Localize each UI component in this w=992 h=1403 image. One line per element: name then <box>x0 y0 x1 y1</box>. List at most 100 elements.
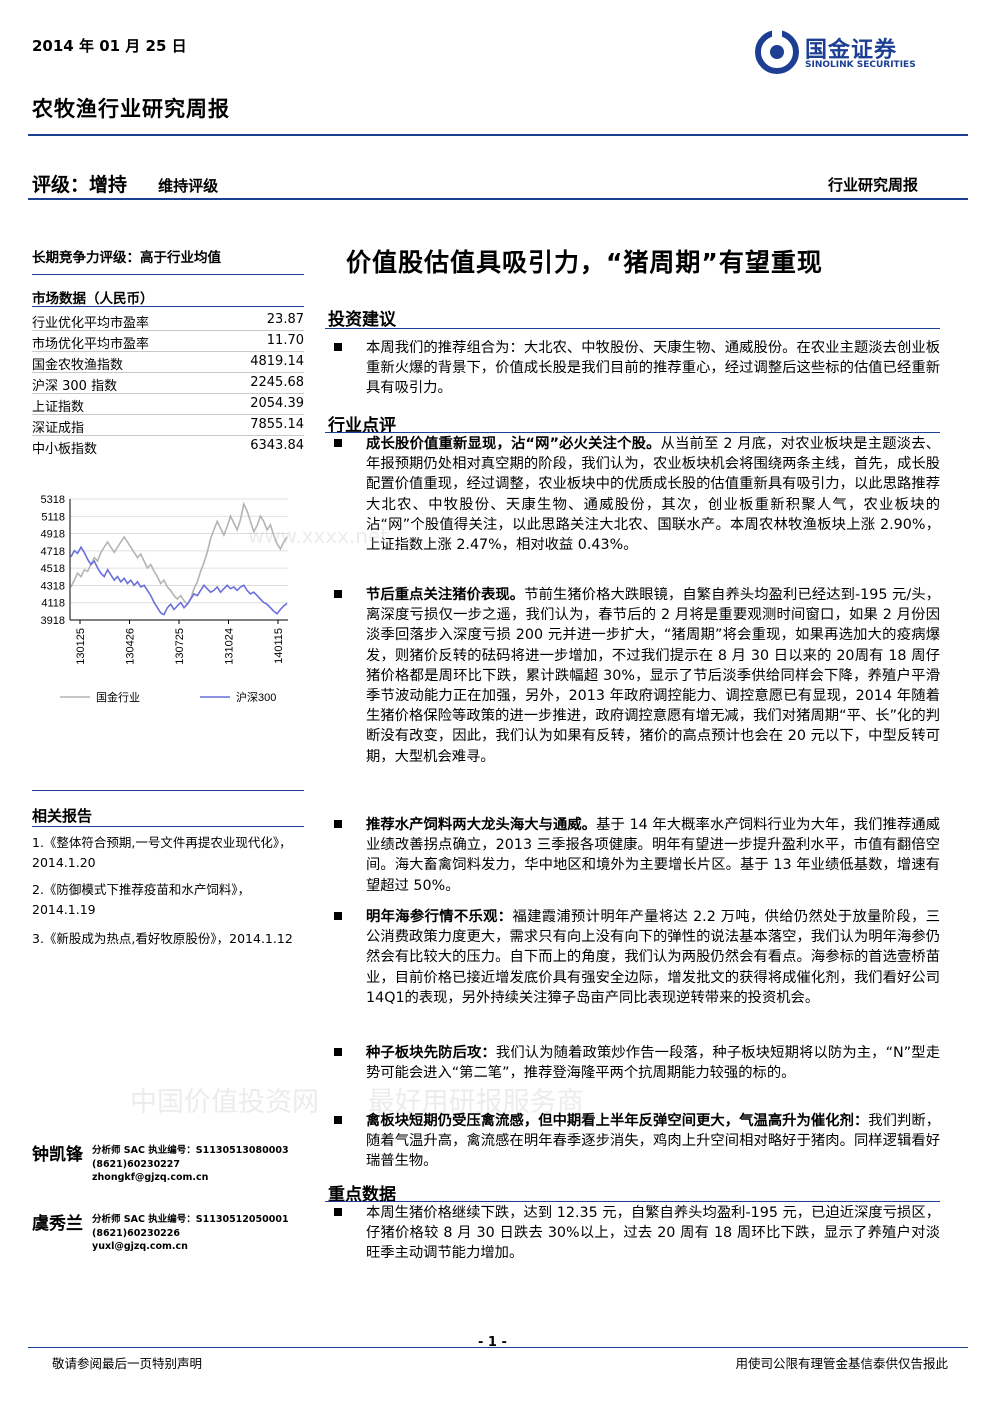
market-row-label: 中小板指数 <box>32 442 98 457</box>
y-tick-label: 4718 <box>41 546 65 558</box>
bullet-text: 我们认为随着政策炒作告一段落，种子板块短期将以防为主，“N”型走势可能会进入“第… <box>366 1045 940 1082</box>
rating-note: 维持评级 <box>158 177 219 195</box>
market-row-label: 市场优化平均市盈率 <box>32 337 150 352</box>
x-tick-label: 140115 <box>273 628 285 664</box>
page-number: - 1 - <box>478 1335 507 1350</box>
series-line-guojin <box>70 501 288 606</box>
rating-block: 评级：增持 维持评级 <box>32 170 218 197</box>
x-tick-label: 130426 <box>125 628 137 665</box>
watermark-text: 中国价值投资网 最好用研报服务商 <box>130 1080 584 1119</box>
report-category-title: 农牧渔行业研究周报 <box>32 97 230 121</box>
section-rule <box>325 432 940 433</box>
y-tick-label: 4318 <box>41 580 65 592</box>
analyst-phone: (8621)60230226 <box>92 1227 181 1239</box>
market-row-label: 行业优化平均市盈率 <box>32 316 150 331</box>
market-row: 中小板指数 6343.84 <box>32 436 304 457</box>
bullet-text: 本周我们的推荐组合为：大北农、中牧股份、天康生物、通威股份。在农业主题淡去创业板… <box>366 340 940 397</box>
y-tick-label: 4518 <box>41 563 65 575</box>
company-logo: 国金证券 SINOLINK SECURITIES <box>755 30 945 76</box>
market-row-value: 2245.68 <box>250 375 304 390</box>
bullet-item: 明年海参行情不乐观：福建霞浦预计明年产量将达 2.2 万吨，供给仍然处于放量阶段… <box>334 907 940 1008</box>
market-row-label: 上证指数 <box>32 400 85 415</box>
related-report-item[interactable]: 2.《防御模式下推荐疫苗和水产饲料》，2014.1.19 <box>32 882 251 917</box>
bullet-item: 本周生猪价格继续下跌，达到 12.35 元，自繁自养头均盈利-195 元，已迫近… <box>334 1203 940 1264</box>
watermark-url: www.xxxx.net <box>248 524 389 548</box>
section-heading: 重点数据 <box>328 1185 396 1205</box>
related-report-item[interactable]: 1.《整体符合预期,一号文件再提农业现代化》，2014.1.20 <box>32 835 292 870</box>
section-heading: 行业点评 <box>328 416 396 436</box>
market-row-label: 沪深 300 指数 <box>32 379 118 394</box>
footer-right-note: 用使司公限有理管金基信泰供仅告报此 <box>735 1356 948 1371</box>
analyst-email[interactable]: zhongkf@gjzq.com.cn <box>92 1172 209 1183</box>
analyst-name: 虞秀兰 <box>32 1214 83 1234</box>
analyst-name: 钟凯锋 <box>32 1145 83 1165</box>
analyst-role: 分析师 SAC 执业编号：S1130512050001 <box>92 1214 289 1225</box>
rating-label: 评级： <box>32 174 90 196</box>
analyst-email[interactable]: yuxl@gjzq.com.cn <box>92 1241 188 1252</box>
bullet-lead: 节后重点关注猪价表现。 <box>366 587 525 603</box>
y-tick-label: 5118 <box>41 511 65 523</box>
bullet-lead: 种子板块先防后攻： <box>366 1045 496 1061</box>
bullet-text: 福建霞浦预计明年产量将达 2.2 万吨，供给仍然处于放量阶段，三公消费政策力度更… <box>366 909 941 1006</box>
bullet-item: 本周我们的推荐组合为：大北农、中牧股份、天康生物、通威股份。在农业主题淡去创业板… <box>334 338 940 399</box>
market-row-value: 23.87 <box>266 312 304 327</box>
market-row-value: 7855.14 <box>250 417 304 432</box>
series-line-hs300 <box>70 545 288 616</box>
bullet-text: 本周生猪价格继续下跌，达到 12.35 元，自繁自养头均盈利-195 元，已迫近… <box>366 1205 940 1262</box>
market-data-title: 市场数据（人民币） <box>32 291 154 307</box>
market-row-label: 国金农牧渔指数 <box>32 358 124 373</box>
bullet-lead: 禽板块短期仍受压禽流感，但中期看上半年反弹空间更大，气温高升为催化剂： <box>366 1113 869 1129</box>
chart-bottom-rule <box>32 790 304 791</box>
x-tick-label: 130125 <box>75 628 87 665</box>
market-row-value: 4819.14 <box>250 354 304 369</box>
y-tick-label: 4118 <box>41 598 65 610</box>
report-type: 行业研究周报 <box>827 176 918 194</box>
bullet-text: 我们判断，随着气温升高，禽流感在明年春季逐步消失，鸡肉上升空间相对略好于猪肉。同… <box>366 1113 940 1170</box>
logo-en-text: SINOLINK SECURITIES <box>805 60 916 70</box>
market-row: 上证指数 2054.39 <box>32 394 304 415</box>
sinolink-logo-icon <box>755 30 799 74</box>
bullet-text: 从当前至 2 月底，对农业板块是主题淡去、年报预期仍处相对真空期的阶段，我们认为… <box>366 436 940 554</box>
market-row-value: 11.70 <box>266 333 304 348</box>
sidebar-rule-2 <box>32 306 304 307</box>
rating-value: 增持 <box>89 174 128 196</box>
y-tick-label: 3918 <box>41 615 65 627</box>
market-row: 深证成指 7855.14 <box>32 415 304 436</box>
bullet-item: 种子板块先防后攻：我们认为随着政策炒作告一段落，种子板块短期将以防为主，“N”型… <box>334 1043 940 1083</box>
market-row: 市场优化平均市盈率 11.70 <box>32 331 304 352</box>
header-rule-bottom <box>28 198 968 200</box>
bullet-item: 节后重点关注猪价表现。节前生猪价格大跌眼镜，自繁自养头均盈利已经达到-195 元… <box>334 585 940 767</box>
logo-cn-text: 国金证券 <box>805 38 898 63</box>
market-row-value: 2054.39 <box>250 396 304 411</box>
related-reports-title: 相关报告 <box>32 807 93 825</box>
header-rule-top <box>28 134 968 136</box>
watermark-text-2: 最好用研报服务商 <box>367 1087 584 1118</box>
x-tick-label: 131024 <box>224 628 236 665</box>
watermark-text-1: 中国价值投资网 <box>130 1087 319 1118</box>
section-heading: 投资建议 <box>328 310 396 330</box>
analyst-phone: (8621)60230227 <box>92 1158 181 1170</box>
bullet-item: 禽板块短期仍受压禽流感，但中期看上半年反弹空间更大，气温高升为催化剂：我们判断，… <box>334 1111 940 1172</box>
bullet-item: 推荐水产饲料两大龙头海大与通威。基于 14 年大概率水产饲料行业为大年，我们推荐… <box>334 815 940 896</box>
long-term-rating: 长期竞争力评级：高于行业均值 <box>32 250 221 266</box>
market-row: 沪深 300 指数 2245.68 <box>32 373 304 394</box>
market-row-value: 6343.84 <box>250 438 304 453</box>
analyst-role: 分析师 SAC 执业编号：S1130513080003 <box>92 1145 289 1156</box>
bullet-lead: 成长股价值重新显现，沾“网”必火关注个股。 <box>366 436 661 452</box>
report-date: 2014 年 01 月 25 日 <box>32 37 187 55</box>
section-rule <box>325 328 940 329</box>
legend-label: 国金行业 <box>96 690 140 704</box>
bullet-text: 基于 14 年大概率水产饲料行业为大年，我们推荐通威业绩改善拐点确立，2013 … <box>366 817 941 894</box>
bullet-text: 节前生猪价格大跌眼镜，自繁自养头均盈利已经达到-195 元/头，离深度亏损仅一步… <box>366 587 941 765</box>
y-tick-label: 4918 <box>41 529 65 541</box>
market-row: 行业优化平均市盈率 23.87 <box>32 310 304 331</box>
bullet-lead: 推荐水产饲料两大龙头海大与通威。 <box>366 817 597 833</box>
legend-label: 沪深300 <box>236 690 276 704</box>
bullet-lead: 明年海参行情不乐观： <box>366 909 513 925</box>
sidebar-rule-3 <box>32 826 304 827</box>
related-report-item[interactable]: 3.《新股成为热点,看好牧原股份》，2014.1.12 <box>32 931 293 946</box>
footer-rule <box>28 1347 968 1348</box>
footer-left-note: 敬请参阅最后一页特别声明 <box>52 1356 203 1371</box>
sidebar-rule-1 <box>32 274 304 275</box>
